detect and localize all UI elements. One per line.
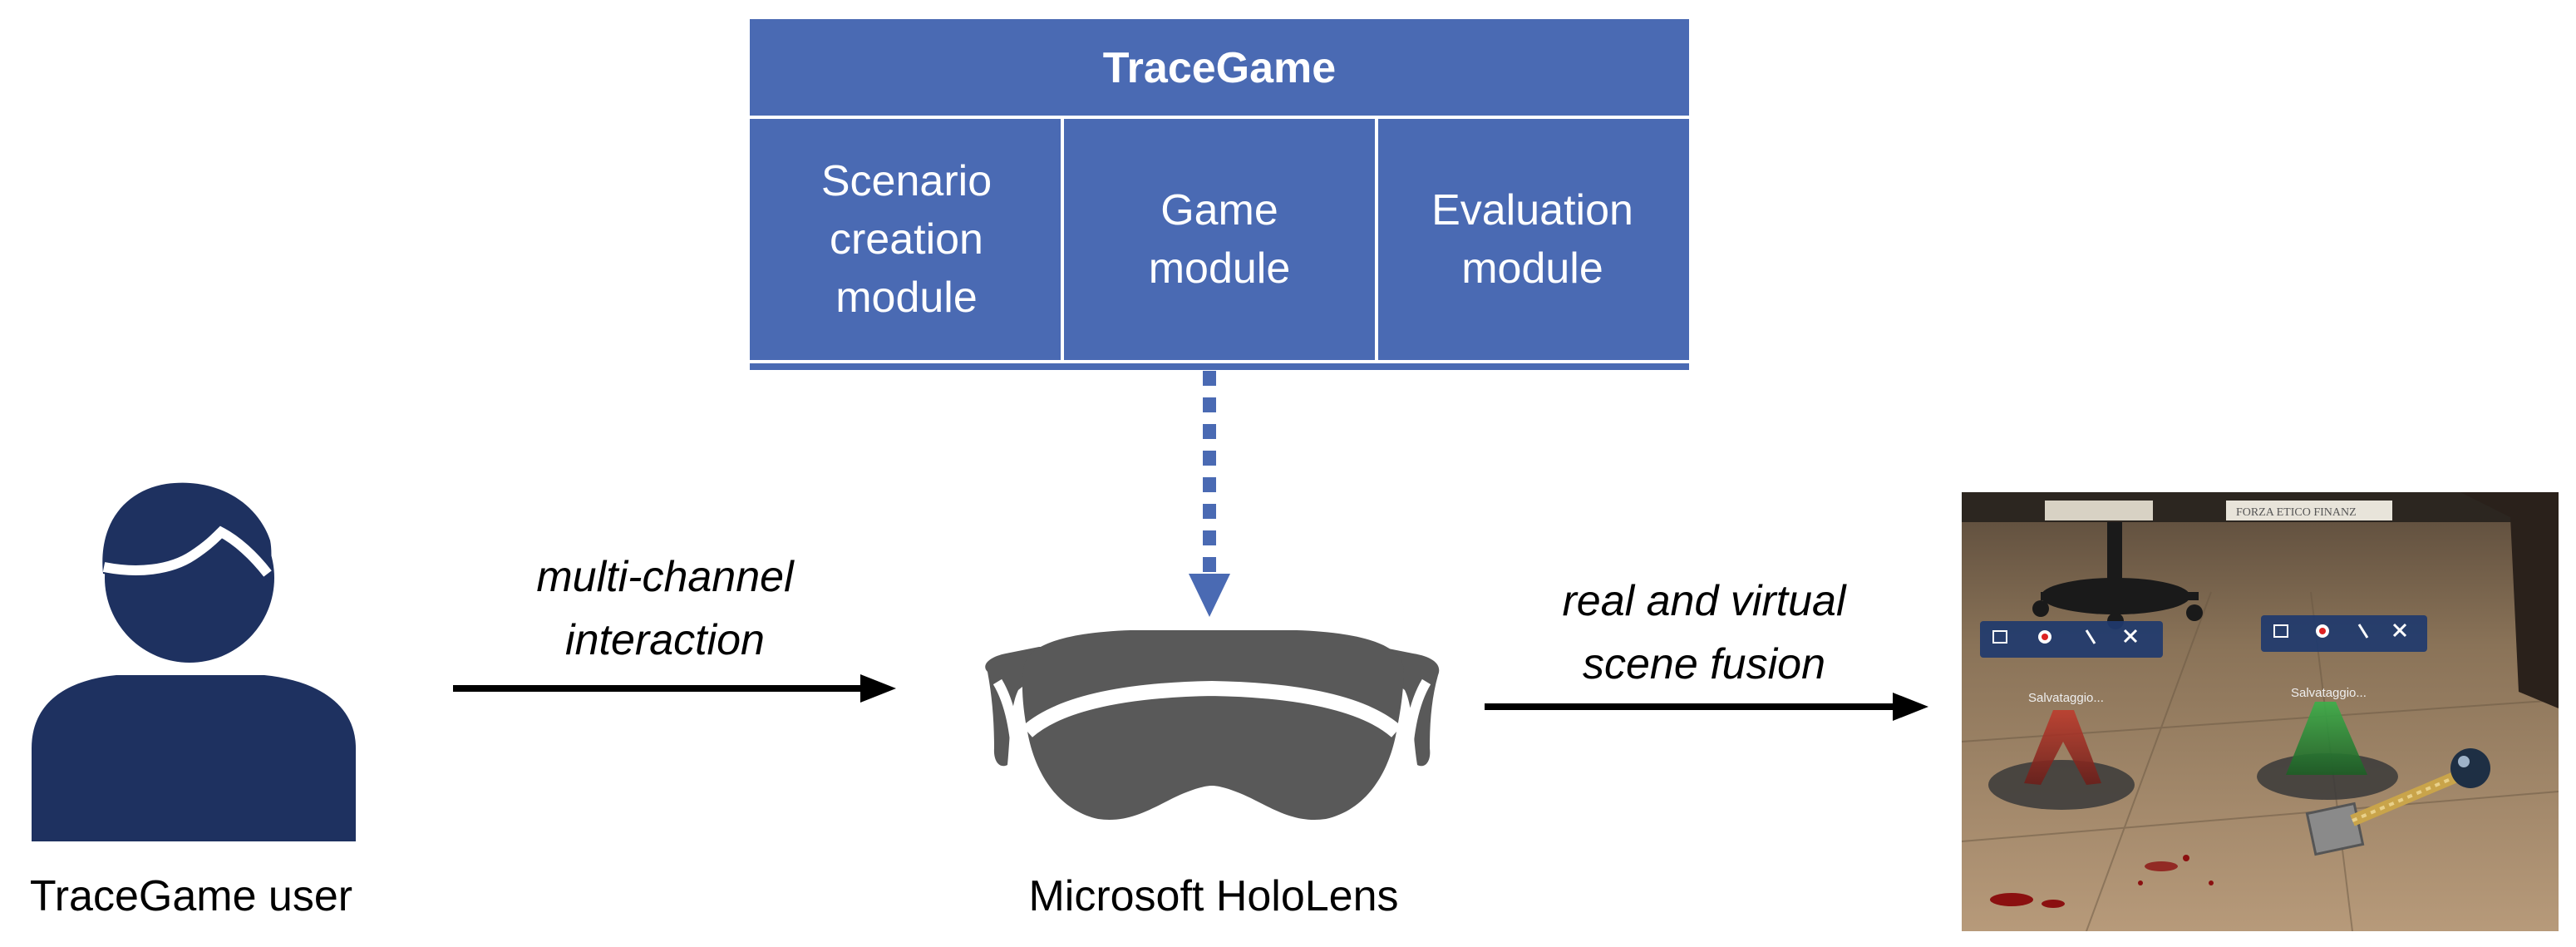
arrow-user-to-headset [453, 674, 896, 703]
module-divider [1061, 117, 1064, 363]
tracegame-system-block: TraceGame Scenario creation module Game … [750, 19, 1689, 370]
module-label-line: Evaluation [1431, 186, 1633, 234]
module-divider [1375, 117, 1378, 363]
green-evidence-marker [2257, 702, 2398, 800]
module-label-line: Game [1160, 186, 1278, 234]
edge-label-line: interaction [565, 616, 765, 664]
tool-object [2305, 748, 2490, 856]
module-label-line: module [1461, 244, 1603, 293]
panel-status-text: Salvataggio... [2028, 691, 2104, 705]
scenario-creation-module: Scenario creation module [752, 119, 1061, 360]
game-module: Game module [1064, 119, 1375, 360]
module-label-line: module [835, 274, 978, 322]
panel-status-text: Salvataggio... [2291, 686, 2367, 700]
scene-photo-illustration: FORZA ETICO FINANZ Salvataggio... [1962, 492, 2559, 931]
module-label-line: module [1148, 244, 1291, 293]
block-divider-bottom [750, 360, 1689, 363]
block-divider-top [750, 116, 1689, 119]
arrow-headset-to-scene [1485, 693, 1928, 721]
edge-label-line: real and virtual [1562, 577, 1846, 625]
red-evidence-marker [1988, 710, 2135, 810]
blood-stains [1990, 855, 2214, 908]
edge-label-user-to-device: multi-channel interaction [465, 545, 864, 672]
sign-text: FORZA ETICO FINANZ [2236, 506, 2357, 519]
scene-fusion-photo: FORZA ETICO FINANZ Salvataggio... [1962, 492, 2559, 931]
user-icon [32, 482, 356, 841]
edge-label-device-to-scene: real and virtual scene fusion [1496, 570, 1912, 696]
edge-label-line: scene fusion [1583, 640, 1825, 688]
dotted-arrow-block-to-headset [1189, 371, 1230, 617]
edge-label-line: multi-channel [536, 553, 794, 601]
user-label: TraceGame user [29, 872, 353, 920]
module-label-line: Scenario [820, 157, 992, 205]
evaluation-module: Evaluation module [1378, 119, 1687, 360]
holo-panel-right: Salvataggio... [2261, 615, 2427, 700]
hololens-headset-icon [985, 630, 1440, 820]
device-label: Microsoft HoloLens [1028, 872, 1399, 920]
module-label-line: creation [829, 215, 983, 264]
office-chair [2032, 522, 2203, 629]
holo-panel-left: Salvataggio... [1980, 621, 2163, 705]
tracegame-title: TraceGame [1102, 44, 1337, 92]
